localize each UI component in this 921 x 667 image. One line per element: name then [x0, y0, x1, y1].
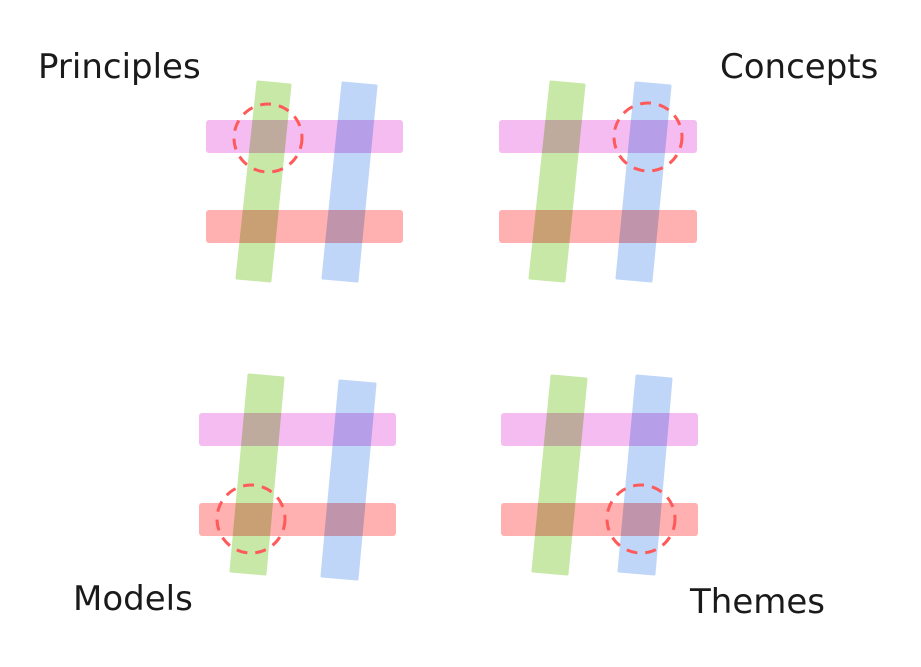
label-concepts: Concepts — [720, 47, 879, 87]
label-principles: Principles — [38, 47, 201, 87]
principles-bottom-bar — [206, 210, 403, 243]
models-highlight-circle — [215, 483, 287, 555]
themes-highlight-circle — [605, 483, 677, 555]
principles-left-bar — [235, 80, 292, 283]
principles-highlight-circle — [232, 102, 304, 174]
concepts-right-bar — [615, 81, 672, 283]
models-left-bar — [229, 373, 285, 576]
themes-right-bar — [617, 374, 673, 576]
label-models: Models — [73, 579, 193, 619]
themes-bottom-bar — [501, 503, 698, 536]
principles-right-bar — [321, 81, 378, 283]
models-bottom-bar — [199, 503, 396, 536]
themes-left-bar — [531, 374, 588, 576]
concepts-left-bar — [528, 80, 586, 283]
concepts-bottom-bar — [499, 210, 697, 243]
concepts-highlight-circle — [612, 101, 684, 173]
models-right-bar — [320, 379, 377, 581]
label-themes: Themes — [690, 582, 825, 622]
